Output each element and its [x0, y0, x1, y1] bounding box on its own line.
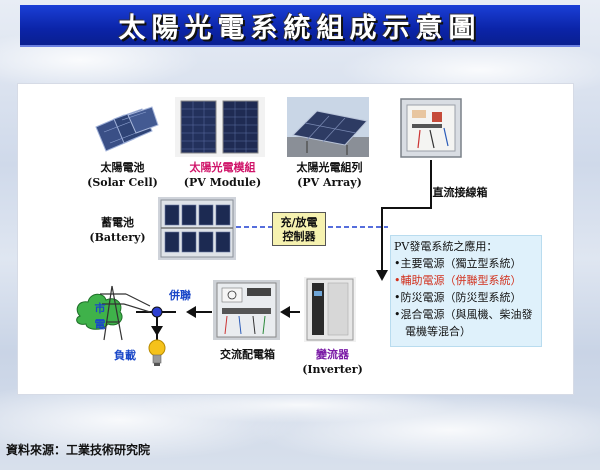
- utility-grid-tower-icon: [76, 285, 151, 341]
- application-item-hybrid-cont: 電機等混合）: [394, 325, 471, 338]
- source-note: 資料來源：工業技術研究院: [6, 443, 151, 457]
- inverter-label: 變流器: [316, 348, 349, 361]
- ac-box-label: 交流配電箱: [220, 348, 275, 361]
- pv-array-en-label: (PV Array): [297, 176, 362, 189]
- charge-controller-box: 充/放電 控制器: [272, 212, 326, 246]
- pv-array-image: [287, 97, 369, 157]
- application-item-hybrid: •混合電源（與風機、柴油發: [394, 308, 533, 321]
- charge-controller-line1: 充/放電: [280, 216, 318, 229]
- application-item-disaster: •防災電源（防災型系統）: [394, 291, 522, 304]
- pv-module-label: 太陽光電模組: [189, 161, 256, 174]
- application-item-auxiliary: •輔助電源（併聯型系統）: [394, 274, 522, 287]
- grid-connection-node-icon: [151, 306, 163, 318]
- pv-module-en-label: (PV Module): [183, 176, 262, 189]
- applications-box: PV發電系統之應用： •主要電源（獨立型系統） •輔助電源（併聯型系統） •防災…: [390, 235, 542, 347]
- pv-array-label: 太陽光電組列: [296, 161, 363, 174]
- solar-cell-en-label: (Solar Cell): [87, 176, 158, 189]
- solar-cell-label: 太陽電池: [100, 161, 145, 174]
- light-bulb-icon: [148, 339, 166, 366]
- charge-controller-line2: 控制器: [282, 230, 316, 243]
- battery-label: 蓄電池: [101, 216, 134, 229]
- battery-en-label: (Battery): [89, 231, 146, 244]
- grid-label-line2: 電: [94, 318, 106, 331]
- inverter-image: [304, 277, 356, 342]
- solar-cell-image: [95, 106, 159, 152]
- grid-label-line1: 市: [94, 302, 106, 315]
- title-bar: 太陽光電系統組成示意圖: [20, 5, 580, 47]
- ac-distribution-box-image: [213, 280, 280, 340]
- load-label: 負載: [114, 349, 136, 362]
- pv-module-image: [175, 97, 265, 157]
- inverter-en-label: (Inverter): [302, 363, 363, 376]
- dc-junction-box-image: [400, 98, 462, 158]
- grid-connect-label: 併聯: [169, 289, 191, 302]
- applications-heading: PV發電系統之應用：: [394, 240, 498, 253]
- dc-junction-label: 直流接線箱: [432, 186, 488, 199]
- application-item-main: •主要電源（獨立型系統）: [394, 257, 522, 270]
- battery-image: [158, 197, 236, 260]
- page-title: 太陽光電系統組成示意圖: [118, 12, 482, 44]
